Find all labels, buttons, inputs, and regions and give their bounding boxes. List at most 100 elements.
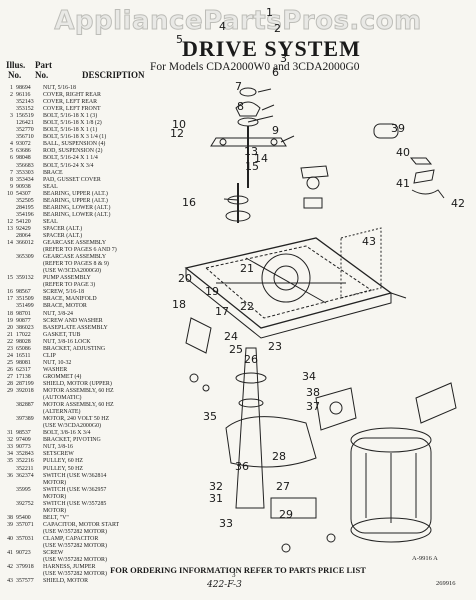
illus-no <box>0 423 13 430</box>
callout-34: 34 <box>302 370 316 383</box>
part-no: 352216 <box>16 458 34 465</box>
parts-row: 36362374Switch (use w/362814 <box>0 473 176 480</box>
part-no: 62317 <box>16 366 31 373</box>
illus-no-header-line2: No. <box>8 70 22 80</box>
parts-row: 3198537Bolt, 3/8-16 x 3/4 <box>0 430 176 437</box>
part-no: 90723 <box>16 550 31 557</box>
illus-no <box>0 501 13 508</box>
parts-row: 356683Bolt, 5/16-24 x 3/4 <box>0 163 176 170</box>
part-description: (use w/357282 motor) <box>43 557 107 564</box>
part-description: (use w/3cda2000g0) <box>43 423 101 430</box>
watermark-logo: AppliancePartsPros.com <box>54 6 422 37</box>
illus-no: 27 <box>7 373 13 380</box>
illus-no <box>0 120 13 127</box>
part-no: 98694 <box>16 85 31 91</box>
illus-no: 8 <box>10 176 13 183</box>
illus-no: 36 <box>7 472 13 479</box>
part-description: Switch (use w/362814 <box>43 472 107 479</box>
part-no: 359132 <box>16 275 34 282</box>
part-description: Rod, suspension (2) <box>43 148 103 155</box>
part-description: Nut, 3/8-16 <box>43 444 73 451</box>
callout-10: 10 <box>172 118 186 131</box>
callout-37: 37 <box>306 400 320 413</box>
part-no <box>13 508 43 515</box>
callout-29: 29 <box>279 508 293 521</box>
parts-row: 35995Switch (use w/362957 <box>0 487 176 494</box>
part-description: Pad, gusset cover <box>43 176 101 183</box>
parts-row: 4190723Screw <box>0 550 176 557</box>
callout-1: 1 <box>266 6 273 19</box>
part-description: motor) <box>43 507 67 514</box>
callout-28: 28 <box>272 450 286 463</box>
illus-no <box>0 106 13 113</box>
parts-row: 42379918Harness, jumper <box>0 564 176 571</box>
parts-row: 296116Cover, right rear <box>0 92 176 99</box>
illus-no: 38 <box>7 514 13 521</box>
part-description: Bolt, 3/8-16 x 3/4 <box>43 430 91 437</box>
callout-2: 2 <box>274 22 281 35</box>
callout-39: 39 <box>391 122 405 135</box>
illus-no: 25 <box>7 359 13 366</box>
callout-20: 20 <box>178 272 192 285</box>
illus-no: 7 <box>10 169 13 176</box>
illus-no: 3 <box>10 113 13 120</box>
part-description: Bracket, adjusting <box>43 345 106 352</box>
part-description: Bolt, 5/16-18 x 1 (3) <box>43 113 98 120</box>
parts-row: (refer to pages 8 & 9) <box>0 261 176 268</box>
callout-12: 12 <box>170 127 184 140</box>
parts-row: 382887Motor assembly, 60 Hz <box>0 402 176 409</box>
illus-no <box>0 543 13 550</box>
drive-system-illustration <box>184 87 457 553</box>
part-description: Pulley, 50 Hz <box>43 465 83 472</box>
parts-list: 198694Nut, 5/16-18296116Cover, right rea… <box>0 85 176 585</box>
illus-no <box>0 466 13 473</box>
part-description: (alternate) <box>43 409 81 416</box>
part-no: 98567 <box>16 289 31 296</box>
parts-row: (use w/357282 motor) <box>0 543 176 550</box>
part-description: Cover, right rear <box>43 92 101 99</box>
illus-no: 34 <box>7 451 13 458</box>
part-no: 397389 <box>16 416 34 423</box>
part-description: Gasket, tub <box>43 331 81 338</box>
illus-no: 43 <box>7 578 13 585</box>
parts-row: (refer to pages 6 and 7) <box>0 247 176 254</box>
callout-26: 26 <box>244 353 258 366</box>
part-no: 379918 <box>16 564 34 571</box>
callout-14: 14 <box>254 152 268 165</box>
part-no: 366012 <box>16 240 34 247</box>
parts-row: motor) <box>0 494 176 501</box>
part-description: Bearing, upper (alt.) <box>43 197 108 204</box>
callout-5: 5 <box>176 33 183 46</box>
callout-3: 3 <box>280 52 287 65</box>
parts-row: (refer to page 3) <box>0 282 176 289</box>
part-description: Belt, "V" <box>43 514 69 521</box>
parts-row: 43357577Shield, motor <box>0 578 176 585</box>
part-no: 97409 <box>16 437 31 444</box>
part-description: Shield, motor (upper) <box>43 380 112 387</box>
parts-row: 2662317Washer <box>0 367 176 374</box>
part-description: (use w/3cda2000g0) <box>43 268 101 275</box>
callout-15: 15 <box>245 160 259 173</box>
illus-no <box>0 409 13 416</box>
callout-43: 43 <box>362 235 376 248</box>
part-no: 382887 <box>16 402 34 409</box>
illus-no <box>0 163 13 170</box>
part-no: 93072 <box>16 141 31 148</box>
callout-31: 31 <box>209 492 223 505</box>
parts-row: 2598081Nut, 10-32 <box>0 360 176 367</box>
parts-row: 352505Bearing, upper (alt.) <box>0 198 176 205</box>
part-description: Brace, motor <box>43 303 87 310</box>
parts-row: 392752Switch (use w/357285 <box>0 501 176 508</box>
part-no: 54307 <box>16 190 31 197</box>
part-description: Grommet (4) <box>43 373 82 380</box>
callout-9: 9 <box>272 124 279 137</box>
parts-row: 14366012Gearcase assembly <box>0 240 176 247</box>
part-no: 65086 <box>16 345 31 352</box>
part-description: Harness, jumper <box>43 564 96 571</box>
part-no <box>13 543 43 550</box>
parts-row: 351499Brace, motor <box>0 303 176 310</box>
illus-no: 23 <box>7 345 13 352</box>
parts-row: 493072Ball, suspension (4) <box>0 141 176 148</box>
part-no: 98028 <box>16 338 31 345</box>
part-no <box>13 261 43 268</box>
